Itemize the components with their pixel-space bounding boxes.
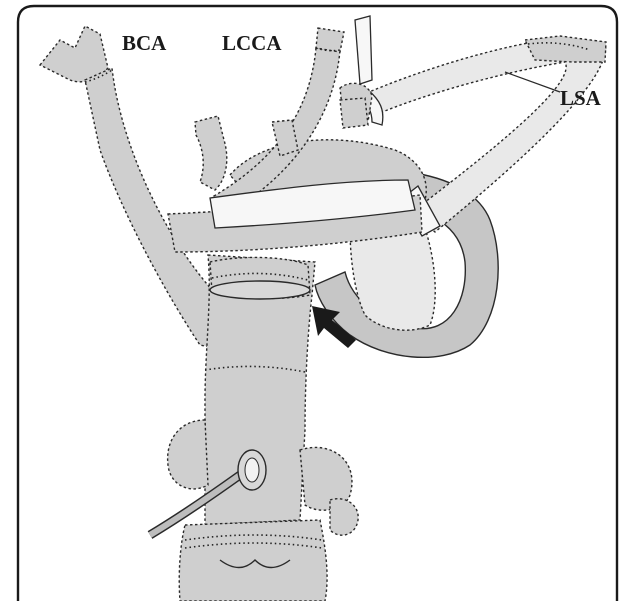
coronary-bulge-left <box>168 420 208 489</box>
native-stump-1 <box>195 116 227 190</box>
thin-branch <box>355 16 372 84</box>
native-stump-3 <box>340 98 368 128</box>
label-bca: BCA <box>122 31 167 55</box>
lcca-top <box>316 28 344 52</box>
right-knob <box>330 499 358 536</box>
bca-top <box>40 26 108 82</box>
lsa-pointer-line <box>505 72 560 92</box>
lsa-native-stub <box>525 36 606 62</box>
label-lcca: LCCA <box>222 31 282 55</box>
bca-graft <box>85 68 223 348</box>
cannula-ring-inner <box>245 458 259 482</box>
label-lsa: LSA <box>560 86 602 110</box>
aortic-root <box>179 520 327 601</box>
cuff-ring <box>210 281 310 299</box>
